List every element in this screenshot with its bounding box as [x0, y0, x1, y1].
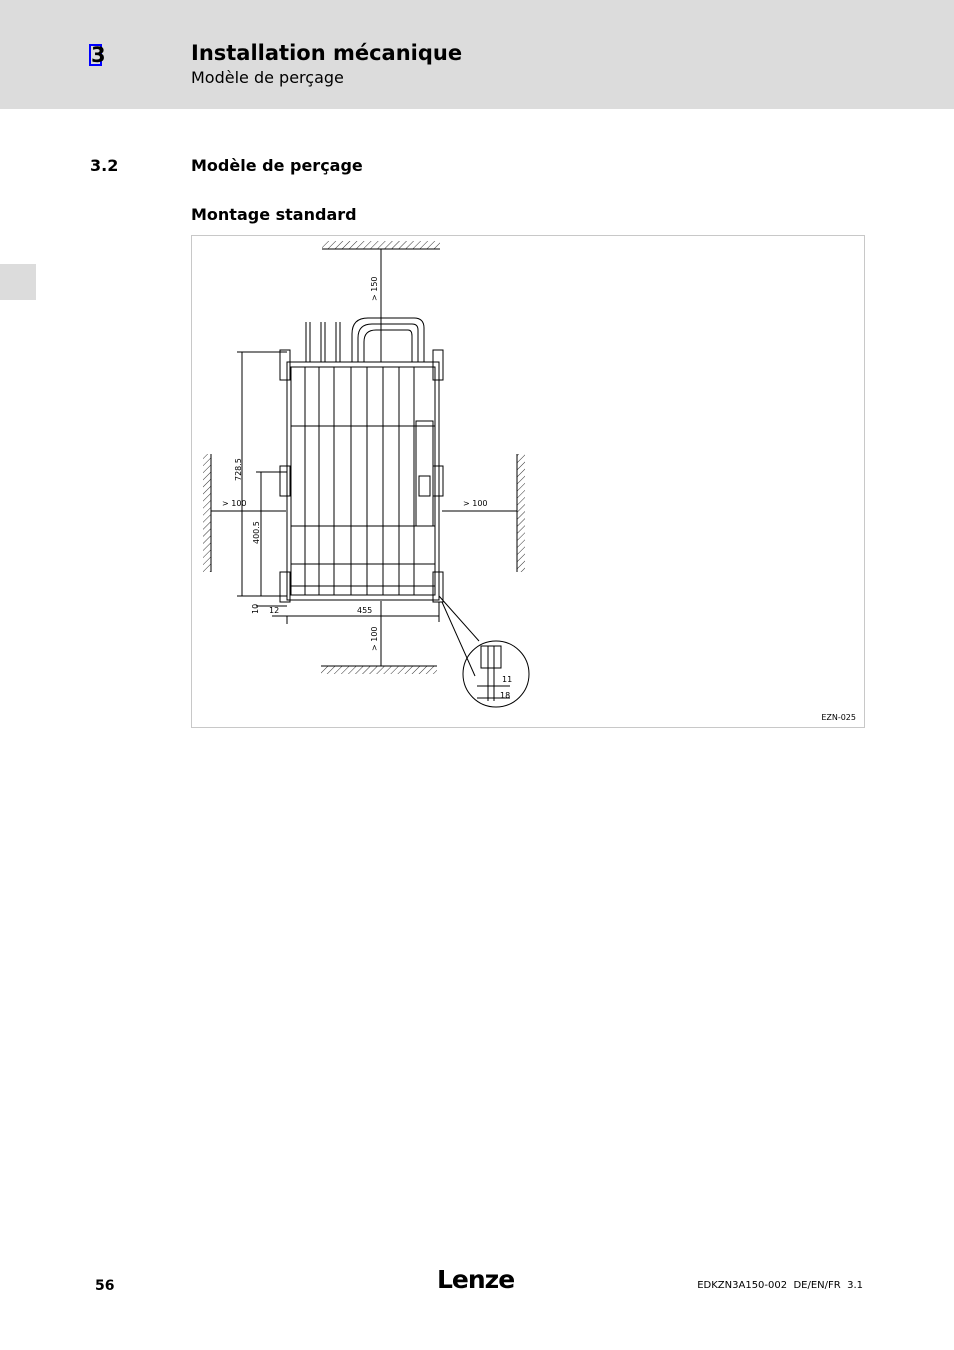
chapter-number[interactable]: 3: [89, 43, 106, 67]
subsection-title: Montage standard: [191, 205, 357, 224]
header-band: [0, 0, 954, 109]
drilling-pattern-figure: > 150 > 100 > 100 > 100 728.5 400.5 10 1…: [191, 235, 865, 728]
section-title: Modèle de perçage: [191, 156, 363, 175]
dim-lower-height: 400.5: [252, 521, 261, 544]
dim-detail-hole: 11: [502, 675, 512, 684]
dim-bottom-clearance: > 100: [370, 626, 379, 651]
dim-width: 455: [357, 606, 372, 615]
lenze-logo: Lenze: [437, 1265, 515, 1294]
document-id: EDKZN3A150-002 DE/EN/FR 3.1: [697, 1280, 863, 1291]
dim-left-clearance: > 100: [222, 499, 247, 508]
page-number: 56: [95, 1278, 115, 1294]
section-number: 3.2: [90, 156, 119, 175]
dim-bottom-offset: 10: [251, 604, 260, 614]
figure-id: EZN-025: [821, 713, 856, 722]
chapter-title: Installation mécanique: [191, 41, 463, 65]
dim-right-clearance: > 100: [463, 499, 488, 508]
chapter-subtitle: Modèle de perçage: [191, 68, 344, 87]
dim-detail-width: 18: [500, 691, 510, 700]
dim-total-height: 728.5: [234, 458, 243, 481]
dim-left-offset: 12: [269, 606, 279, 615]
dim-top-clearance: > 150: [370, 276, 379, 301]
side-tab-marker: [0, 264, 36, 300]
drilling-diagram: > 150 > 100 > 100 > 100 728.5 400.5 10 1…: [203, 241, 530, 708]
